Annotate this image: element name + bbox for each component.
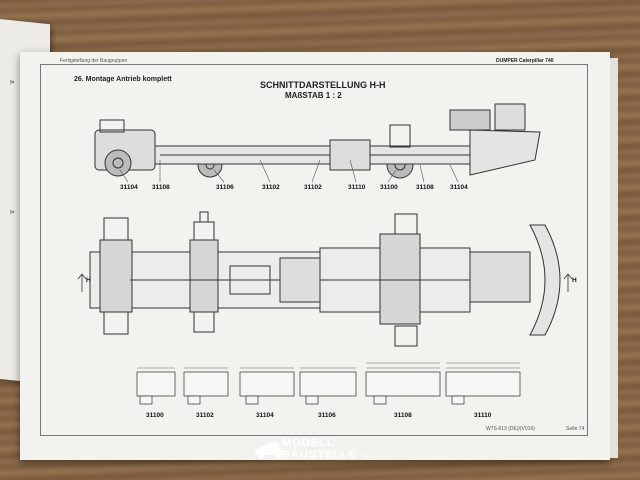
callout-label: 31108: [152, 184, 170, 191]
header-right: DUMPER Caterpillar 740: [496, 58, 554, 64]
dimension-lines: [137, 362, 520, 369]
drawing-title: SCHNITTDARSTELLUNG H-H: [260, 80, 386, 90]
callout-label: 31110: [348, 184, 366, 191]
detail-label: 31106: [318, 412, 336, 419]
detail-label: 31104: [256, 412, 274, 419]
detail-label: 31102: [196, 412, 214, 419]
section-marker-left: H: [86, 277, 91, 284]
section-title: 26. Montage Antrieb komplett: [74, 76, 172, 83]
section-callout-lines: [119, 159, 459, 183]
detail-drawings: [136, 371, 521, 405]
plan-view: [89, 211, 561, 347]
section-view: [94, 103, 541, 179]
detail-label: 31100: [146, 412, 164, 419]
callout-label: 31102: [304, 184, 322, 191]
callout-label: 31102: [262, 184, 280, 191]
footer-page: Seite 74: [566, 426, 585, 432]
section-markers: [77, 273, 573, 292]
page-stack-edge: [610, 58, 618, 458]
header-left: Fertigstellung der Baugruppen: [60, 58, 128, 64]
callout-label: 31108: [416, 184, 434, 191]
detail-label: 31110: [474, 412, 492, 419]
callout-label: 31104: [120, 184, 138, 191]
drawing-scale: MAßSTAB 1 : 2: [285, 91, 342, 100]
callout-label: 31106: [216, 184, 234, 191]
drawing-frame: [40, 64, 588, 436]
callout-label: 31100: [380, 184, 398, 191]
section-marker-right: H: [572, 277, 577, 284]
callout-label: 31104: [450, 184, 468, 191]
footer-code: W7S-613 (DE)/(V016): [486, 426, 535, 432]
watermark-logo: [254, 443, 284, 459]
detail-label: 31108: [394, 412, 412, 419]
